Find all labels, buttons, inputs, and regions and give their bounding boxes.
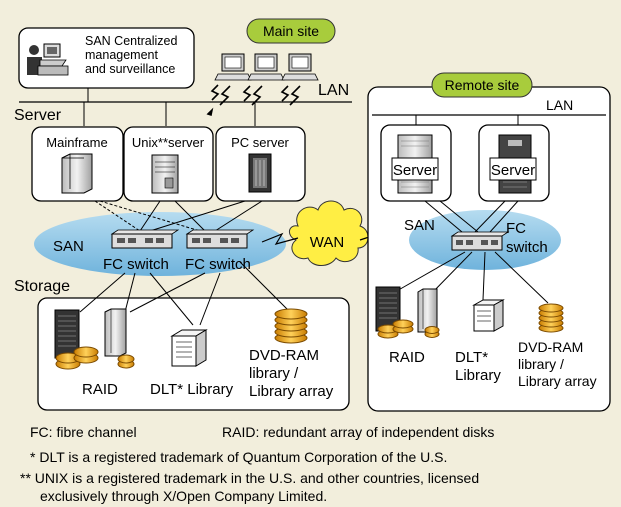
remote-site-label: Remote site xyxy=(445,77,520,93)
fc-switch-2-label: FC switch xyxy=(185,256,251,273)
server-section-label: Server xyxy=(14,107,62,124)
main-dvd-line3: Library array xyxy=(249,383,334,400)
mainframe-icon xyxy=(61,153,93,194)
fc-switch-1-label: FC switch xyxy=(103,256,169,273)
main-dvd-line1: DVD-RAM xyxy=(249,347,319,364)
fc-switch-icon xyxy=(450,231,510,251)
san-remote-label: SAN xyxy=(404,217,435,234)
lan-remote-label: LAN xyxy=(546,97,573,113)
main-raid-label: RAID xyxy=(82,381,118,398)
dlt-library-icon xyxy=(472,299,505,332)
disk-icon xyxy=(377,319,440,339)
remote-dlt-line2: Library xyxy=(455,367,501,384)
remote-raid-label: RAID xyxy=(389,349,425,366)
pc-icon xyxy=(247,53,285,81)
dvd-stack-icon xyxy=(274,308,308,344)
wan-label: WAN xyxy=(310,234,344,251)
main-site-label: Main site xyxy=(263,23,319,39)
main-dlt-label: DLT* Library xyxy=(150,381,234,398)
remote-dvd-line2: library / xyxy=(518,356,564,372)
disk-icon xyxy=(55,346,135,370)
lightning-icon xyxy=(206,84,301,117)
remote-dlt-line1: DLT* xyxy=(455,349,488,366)
remote-fc-line2: switch xyxy=(506,239,548,256)
workstation-icon xyxy=(27,43,69,76)
fc-switch-icon xyxy=(185,229,255,249)
dlt-library-icon xyxy=(170,329,208,367)
lan-main-label: LAN xyxy=(318,82,349,99)
san-mgmt-line1: SAN Centralized xyxy=(85,34,177,48)
mainframe-label: Mainframe xyxy=(46,135,107,150)
unix-server-label: Unix**server xyxy=(132,135,205,150)
pc-server-label: PC server xyxy=(231,135,289,150)
san-mgmt-line3: and surveillance xyxy=(85,62,175,76)
dvd-stack-icon xyxy=(538,303,564,333)
wan-cloud-icon xyxy=(289,200,369,266)
unix-server-icon xyxy=(151,154,179,194)
pc-icon xyxy=(214,53,252,81)
fc-switch-icon xyxy=(110,229,180,249)
storage-section-label: Storage xyxy=(14,278,70,295)
remote-site-badge xyxy=(431,72,533,98)
raid-icon xyxy=(54,308,127,359)
raid-icon xyxy=(375,286,438,333)
remote-dvd-line3: Library array xyxy=(518,373,597,389)
remote-server-1-label: Server xyxy=(393,162,437,179)
san-mgmt-line2: management xyxy=(85,48,158,62)
pc-server-icon xyxy=(248,153,272,193)
remote-fc-line1: FC xyxy=(506,220,526,237)
remote-dvd-line1: DVD-RAM xyxy=(518,339,583,355)
main-site-badge xyxy=(246,18,336,44)
pc-icon xyxy=(281,53,319,81)
san-main-label: SAN xyxy=(53,238,84,255)
remote-server-2-label: Server xyxy=(491,162,535,179)
main-dvd-line2: library / xyxy=(249,365,299,382)
